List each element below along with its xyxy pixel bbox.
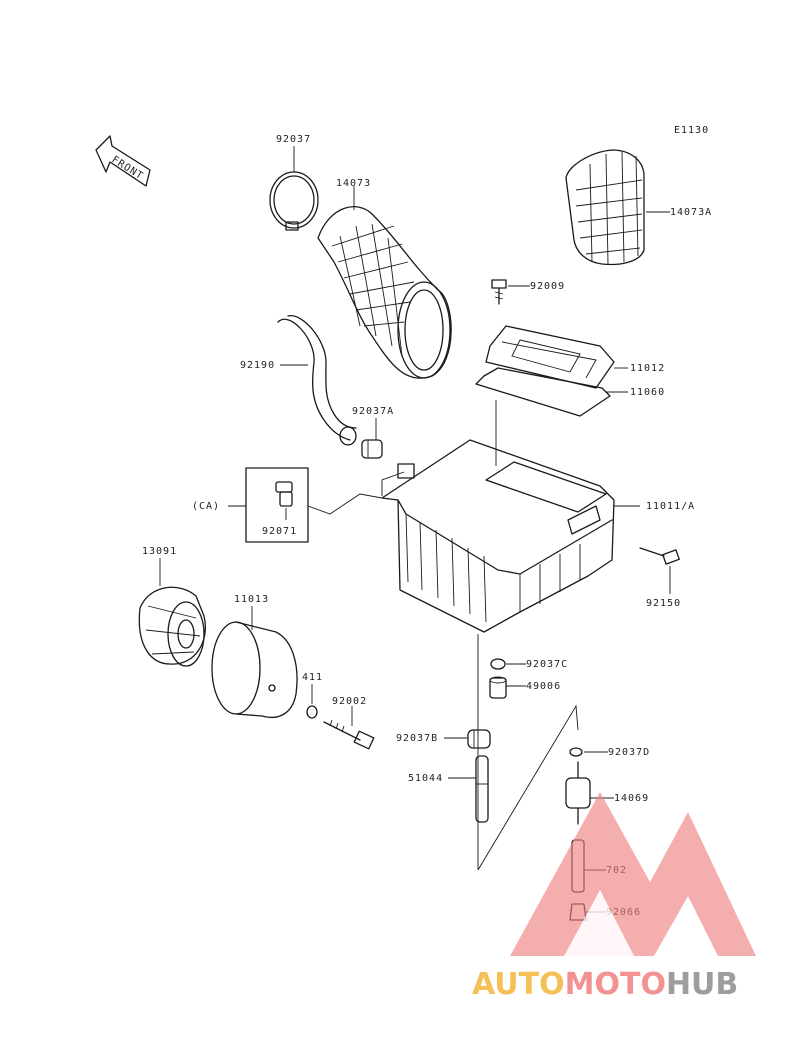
plug-49006 bbox=[489, 676, 507, 699]
label-14073A: 14073A bbox=[670, 207, 712, 218]
label-92190: 92190 bbox=[240, 360, 275, 371]
front-label: FRONT bbox=[110, 154, 146, 182]
logo-text-moto: MOTO bbox=[565, 967, 666, 1002]
label-92071: 92071 bbox=[262, 526, 297, 537]
clip-92037B bbox=[467, 729, 491, 749]
label-11060: 11060 bbox=[630, 387, 665, 398]
label-92037D: 92037D bbox=[608, 747, 650, 758]
clip-92037D bbox=[569, 747, 583, 757]
clamp-band-92037 bbox=[269, 171, 319, 231]
fuel-filter-14069 bbox=[565, 761, 591, 825]
ca-detail-box bbox=[245, 467, 309, 543]
gasket-11060 bbox=[475, 367, 611, 417]
nut-411 bbox=[306, 705, 318, 719]
label-92037A: 92037A bbox=[352, 406, 394, 417]
washer-92037C bbox=[490, 658, 506, 670]
intake-duct-14073 bbox=[317, 206, 452, 379]
svg-text:AUTOMOTOHUB: AUTOMOTOHUB bbox=[472, 967, 738, 1002]
diagram-code: E1130 bbox=[674, 125, 709, 136]
screw-92009 bbox=[491, 279, 507, 305]
label-411: 411 bbox=[302, 672, 323, 683]
hose-92190 bbox=[277, 315, 357, 446]
label-92002: 92002 bbox=[332, 696, 367, 707]
label-ca: (CA) bbox=[192, 501, 220, 512]
label-11011A: 11011/A bbox=[646, 501, 695, 512]
air-cleaner-case-11011A bbox=[381, 439, 615, 633]
label-92037: 92037 bbox=[276, 134, 311, 145]
label-14069: 14069 bbox=[614, 793, 649, 804]
label-14073: 14073 bbox=[336, 178, 371, 189]
cover-11012 bbox=[485, 325, 615, 389]
intake-duct-14073A bbox=[565, 149, 645, 266]
grommet-92071 bbox=[275, 481, 293, 507]
automotohub-logo: AUTOMOTOHUB bbox=[472, 792, 756, 1002]
bolt-92150 bbox=[639, 547, 680, 565]
element-11013 bbox=[211, 621, 298, 718]
clamp-92037A bbox=[361, 439, 383, 459]
holder-13091 bbox=[138, 586, 206, 667]
front-arrow-icon: FRONT bbox=[95, 135, 151, 187]
label-92009: 92009 bbox=[530, 281, 565, 292]
label-49006: 49006 bbox=[526, 681, 561, 692]
label-51044: 51044 bbox=[408, 773, 443, 784]
logo-text-hub: HUB bbox=[666, 967, 738, 1002]
label-92150: 92150 bbox=[646, 598, 681, 609]
label-13091: 13091 bbox=[142, 546, 177, 557]
bolt-92002 bbox=[323, 719, 375, 750]
label-11013: 11013 bbox=[234, 594, 269, 605]
label-92037C: 92037C bbox=[526, 659, 568, 670]
label-11012: 11012 bbox=[630, 363, 665, 374]
label-92037B: 92037B bbox=[396, 733, 438, 744]
logo-text-auto: AUTO bbox=[472, 967, 565, 1002]
